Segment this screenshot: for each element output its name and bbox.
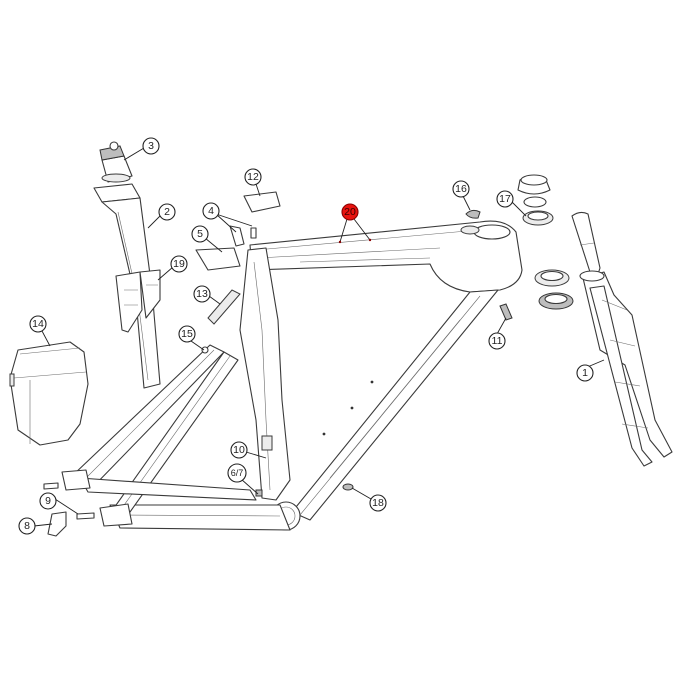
callout-3[interactable]: 3 xyxy=(142,137,160,155)
callout-label: 6/7 xyxy=(231,468,244,478)
callout-label: 20 xyxy=(344,206,356,218)
grommet-part xyxy=(207,289,241,325)
cable-port-part xyxy=(499,303,513,321)
callout-1[interactable]: 1 xyxy=(576,364,594,382)
callout-label: 15 xyxy=(181,328,193,340)
stem-cap-part xyxy=(465,209,481,219)
callout-label: 2 xyxy=(164,206,170,218)
callout-label: 16 xyxy=(455,183,467,195)
callout-20-highlighted[interactable]: 20 xyxy=(341,203,359,221)
callout-4[interactable]: 4 xyxy=(202,202,220,220)
cable-guide-part xyxy=(229,225,257,247)
callout-label: 13 xyxy=(196,288,208,300)
derailleur-hanger-part xyxy=(47,511,67,537)
callout-label: 12 xyxy=(247,171,259,183)
callout-18[interactable]: 18 xyxy=(369,494,387,512)
callout-label: 11 xyxy=(492,335,503,347)
storage-box-part xyxy=(9,341,89,446)
top-cap-part xyxy=(243,191,281,213)
fork-part xyxy=(571,211,673,467)
callout-19[interactable]: 19 xyxy=(170,255,188,273)
callout-14[interactable]: 14 xyxy=(29,315,47,333)
callout-9[interactable]: 9 xyxy=(39,492,57,510)
callout-17[interactable]: 17 xyxy=(496,190,514,208)
callout-8[interactable]: 8 xyxy=(18,517,36,535)
callout-15[interactable]: 15 xyxy=(178,325,196,343)
seatpost-wedge-part xyxy=(115,269,161,333)
callout-5[interactable]: 5 xyxy=(191,225,209,243)
cover-part xyxy=(195,247,241,271)
derailleur-hanger-bolt-part xyxy=(255,489,263,497)
callout-label: 10 xyxy=(233,444,245,456)
callout-6-7[interactable]: 6/7 xyxy=(227,463,247,483)
callout-label: 8 xyxy=(24,520,30,532)
leader-lines xyxy=(33,147,605,527)
callout-13[interactable]: 13 xyxy=(193,285,211,303)
callout-label: 9 xyxy=(45,495,51,507)
bb-plug-part xyxy=(342,483,354,491)
callout-10[interactable]: 10 xyxy=(230,441,248,459)
callout-label: 1 xyxy=(582,367,588,379)
thru-axle-bolt-part xyxy=(43,482,95,520)
seat-clamp-bolt-part xyxy=(201,346,209,354)
callout-label: 18 xyxy=(372,497,384,509)
headset-bearings-part xyxy=(517,174,574,310)
callout-label: 14 xyxy=(32,318,44,330)
callout-label: 17 xyxy=(499,193,511,205)
callout-12[interactable]: 12 xyxy=(244,168,262,186)
callout-11[interactable]: 11 xyxy=(488,332,506,350)
callout-2[interactable]: 2 xyxy=(158,203,176,221)
callout-label: 3 xyxy=(148,140,154,152)
callout-16[interactable]: 16 xyxy=(452,180,470,198)
frame-body xyxy=(61,220,523,531)
callout-label: 4 xyxy=(208,205,214,217)
seatpost-part xyxy=(93,141,161,389)
callout-label: 19 xyxy=(173,258,185,270)
callout-label: 5 xyxy=(197,228,203,240)
